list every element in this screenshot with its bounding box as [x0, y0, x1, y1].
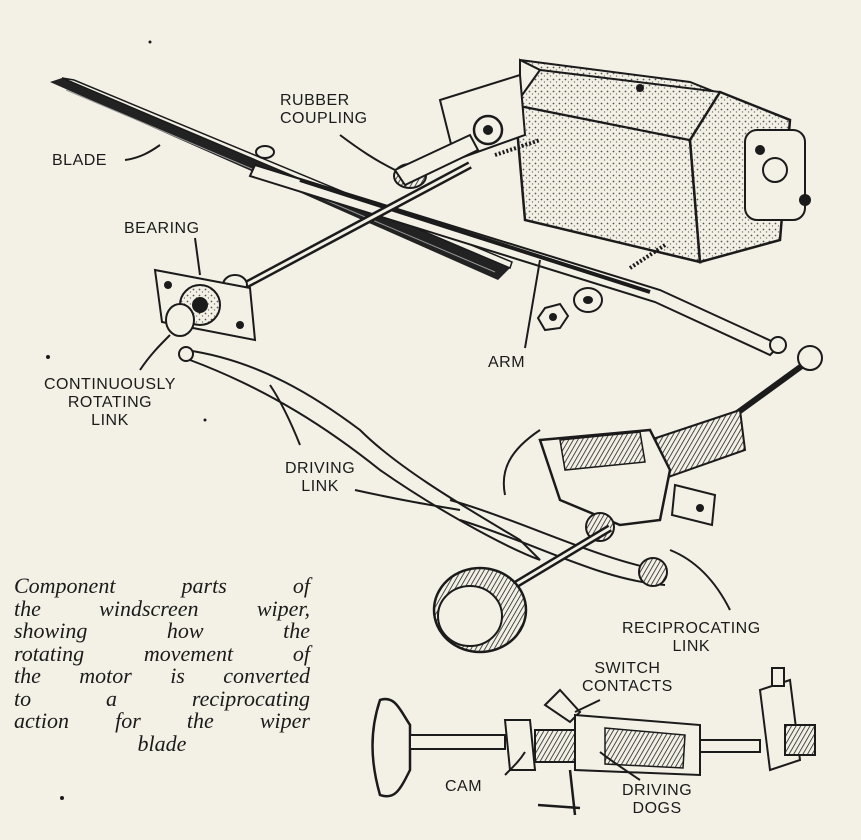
reciprocating-rod — [648, 336, 823, 482]
label-driving-link: DRIVING LINK — [285, 460, 355, 496]
label-crl-line3: LINK — [91, 412, 129, 429]
caption-line: showing how the — [14, 618, 310, 643]
label-reciprocating-link-line2: LINK — [672, 638, 711, 655]
caption-line: the windscreen wiper, — [14, 595, 310, 621]
caption-line: to a reciprocating — [14, 685, 310, 711]
label-continuously-rotating-link: CONTINUOUSLY ROTATING LINK — [44, 376, 176, 430]
bearing-plate — [153, 268, 257, 342]
label-rubber-coupling-line1: RUBBER — [280, 92, 350, 109]
label-crl-line2: ROTATING — [67, 394, 153, 411]
caption-line: Component parts of — [14, 573, 310, 598]
label-driving-dogs-line2: DOGS — [632, 800, 682, 817]
label-driving-link-line2: LINK — [301, 478, 339, 495]
caption-line: action for the wiper — [14, 708, 310, 733]
rubber-coupling — [393, 133, 480, 189]
label-bearing-text: BEARING — [124, 220, 200, 237]
label-rubber-coupling-line2: COUPLING — [280, 110, 368, 127]
label-reciprocating-link: RECIPROCATING LINK — [622, 620, 761, 656]
label-rubber-coupling: RUBBER COUPLING — [280, 92, 368, 128]
control-knob — [432, 524, 613, 654]
label-cam-text: CAM — [445, 778, 483, 795]
motor-housing — [438, 58, 811, 270]
label-switch-contacts-line2: CONTACTS — [582, 678, 673, 695]
label-switch-contacts-line1: SWITCH — [594, 660, 661, 677]
label-blade-text: BLADE — [52, 152, 107, 169]
label-crl-line1: CONTINUOUSLY — [44, 376, 176, 393]
label-switch-contacts: SWITCH CONTACTS — [582, 660, 673, 696]
leader-lines — [124, 134, 731, 781]
label-cam: CAM — [445, 778, 482, 796]
section-drawing — [371, 667, 816, 816]
label-driving-dogs: DRIVING DOGS — [622, 782, 692, 818]
label-driving-dogs-line1: DRIVING — [622, 782, 693, 799]
figure-caption: Component parts of the windscreen wiper,… — [14, 573, 310, 756]
stray-marks — [46, 40, 207, 800]
label-driving-link-line1: DRIVING — [285, 460, 356, 477]
caption-line: rotating movement of — [14, 640, 310, 666]
label-arm-text: ARM — [488, 354, 526, 371]
label-arm: ARM — [488, 354, 525, 372]
label-bearing: BEARING — [124, 220, 200, 238]
caption-line: the motor is converted — [14, 663, 310, 688]
caption-line: blade — [137, 730, 187, 756]
nuts — [536, 287, 603, 332]
label-reciprocating-link-line1: RECIPROCATING — [622, 620, 761, 637]
driving-link-curve — [178, 346, 666, 586]
label-blade: BLADE — [52, 152, 107, 170]
switch-bracket — [502, 428, 717, 587]
